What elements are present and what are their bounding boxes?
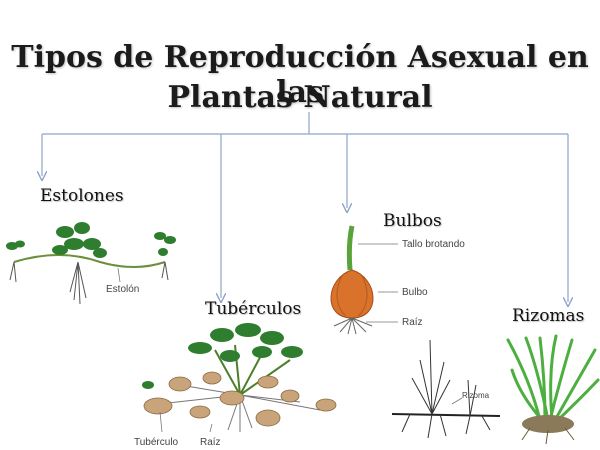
- stolon-illustration: Estolón: [6, 222, 176, 305]
- label-tuberculo: Tubérculo: [134, 437, 179, 448]
- tuber-illustration: Tubérculo Raíz: [134, 323, 337, 448]
- label-estolon: Estolón: [106, 284, 139, 295]
- rhizome-illustration: Rizoma: [391, 339, 501, 439]
- label-raiz-tuberculo: Raíz: [200, 437, 221, 448]
- label-tallo-brotando: Tallo brotando: [402, 239, 465, 250]
- label-raiz-bulbo: Raíz: [402, 317, 423, 328]
- title-line-1: Tipos de Reproducción Asexual en las: [11, 40, 589, 110]
- label-rizoma: Rizoma: [462, 391, 490, 400]
- connector-tree: [42, 112, 568, 302]
- category-bulbos: Bulbos: [383, 211, 442, 231]
- category-rizomas: Rizomas: [512, 306, 585, 326]
- rhizome-photo: [506, 334, 600, 445]
- title-line-2: Plantas Natural: [167, 80, 433, 115]
- category-estolones: Estolones: [40, 186, 124, 206]
- category-tuberculos: Tubérculos: [205, 299, 302, 319]
- label-bulbo: Bulbo: [402, 287, 428, 298]
- bulb-illustration: Tallo brotando Bulbo Raíz: [330, 225, 465, 335]
